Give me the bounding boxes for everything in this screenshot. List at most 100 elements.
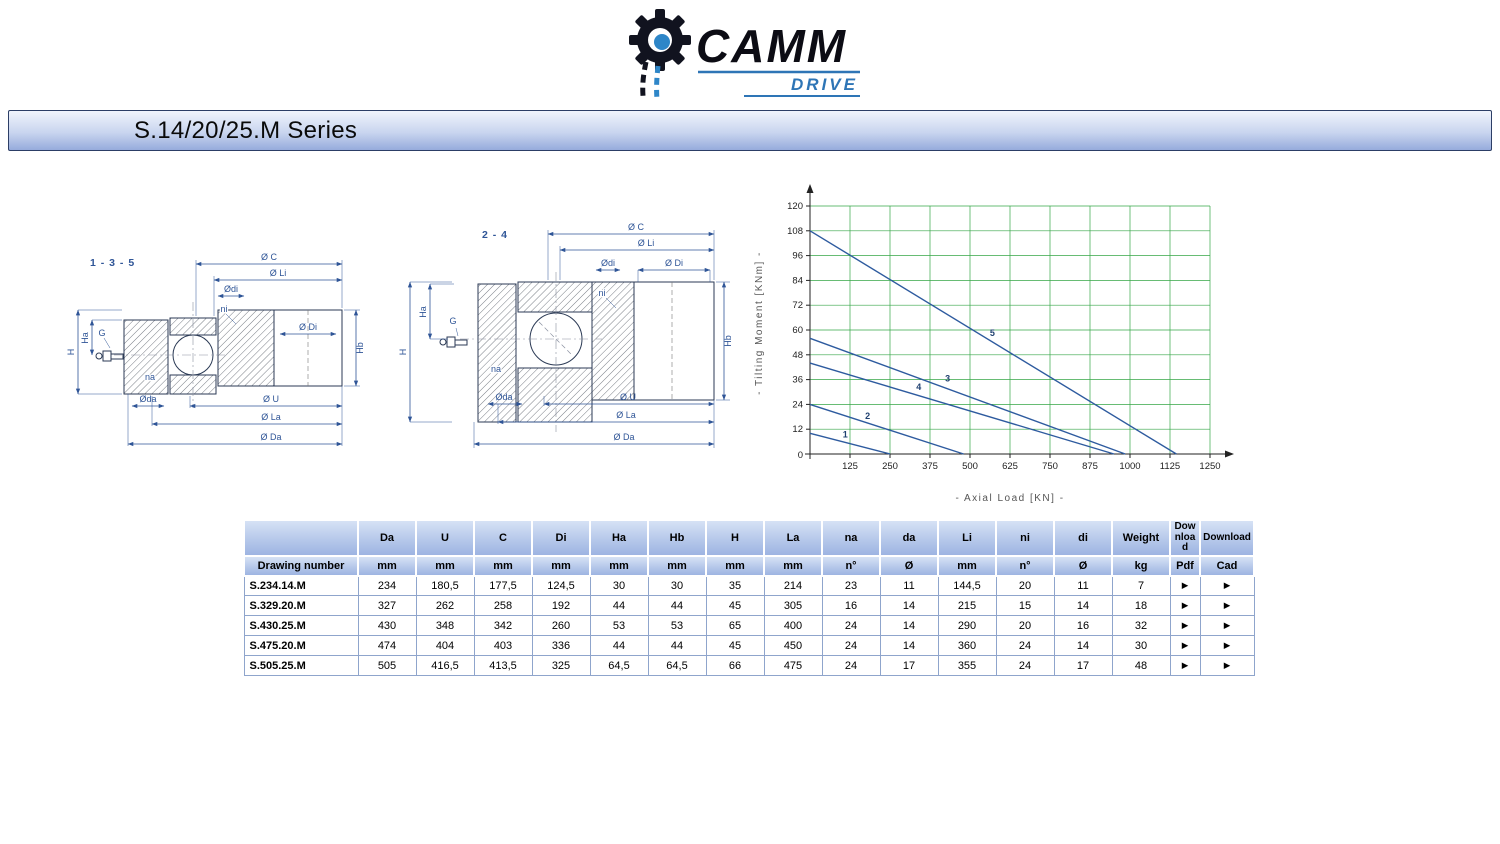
svg-text:72: 72: [792, 300, 803, 311]
spec-value: 64,5: [589, 655, 649, 676]
svg-text:125: 125: [842, 461, 858, 472]
spec-value: 327: [357, 595, 417, 616]
dim-label-oda-big: Ø Da: [260, 432, 281, 442]
spec-value: 305: [763, 595, 823, 616]
column-header-9: da: [879, 519, 939, 557]
spec-value: 124,5: [531, 575, 591, 596]
dim-label-odi-small: Ødi: [601, 258, 615, 268]
download-pdf-button[interactable]: ▶: [1169, 635, 1201, 656]
spec-value: 336: [531, 635, 591, 656]
svg-text:84: 84: [792, 275, 803, 286]
download-pdf-button[interactable]: ▶: [1169, 655, 1201, 676]
svg-text:1250: 1250: [1199, 461, 1220, 472]
x-axis-title: - Axial Load [KN] -: [955, 493, 1064, 504]
spec-value: 413,5: [473, 655, 533, 676]
dim-label-odi-small: Ødi: [224, 284, 238, 294]
dim-label-ni: ni: [598, 288, 605, 298]
svg-text:375: 375: [922, 461, 938, 472]
dim-label-h: H: [398, 349, 408, 356]
spec-value: 7: [1111, 575, 1171, 596]
drawing-number: S.430.25.M: [243, 615, 359, 636]
spec-value: 30: [589, 575, 649, 596]
spec-value: 325: [531, 655, 591, 676]
dim-label-ni: ni: [220, 304, 227, 314]
spec-value: 450: [763, 635, 823, 656]
download-cad-button[interactable]: ▶: [1199, 655, 1255, 676]
spec-value: 32: [1111, 615, 1171, 636]
svg-text:625: 625: [1002, 461, 1018, 472]
spec-value: 44: [647, 595, 707, 616]
spec-value: 16: [1053, 615, 1113, 636]
svg-text:875: 875: [1082, 461, 1098, 472]
spec-value: 14: [879, 595, 939, 616]
spec-value: 53: [589, 615, 649, 636]
unit-header-15: Pdf: [1169, 554, 1201, 577]
gear-streak-blue: [654, 65, 661, 101]
column-header-10: Li: [937, 519, 997, 557]
centerlines: [114, 302, 228, 408]
column-header-2: C: [473, 519, 533, 557]
dim-label-oli: Ø Li: [638, 238, 655, 248]
unit-header-14: kg: [1111, 554, 1171, 577]
dim-label-ha: Ha: [80, 332, 90, 344]
spec-value: 262: [415, 595, 475, 616]
spec-value: 192: [531, 595, 591, 616]
dim-label-oli: Ø Li: [270, 268, 287, 278]
spec-value: 430: [357, 615, 417, 636]
series-title-bar: S.14/20/25.M Series: [8, 110, 1492, 151]
spec-value: 14: [879, 635, 939, 656]
drawing-number: S.505.25.M: [243, 655, 359, 676]
svg-text:96: 96: [792, 251, 803, 262]
camm-drive-logo: CAMM DRIVE: [629, 9, 860, 101]
dim-label-ou: Ø U: [263, 394, 279, 404]
download-cad-button[interactable]: ▶: [1199, 575, 1255, 596]
unit-header-8: mm: [763, 554, 823, 577]
spec-value: 215: [937, 595, 997, 616]
section-drawing-2-4: 2 - 4: [398, 222, 733, 448]
download-pdf-button[interactable]: ▶: [1169, 595, 1201, 616]
unit-header-12: n°: [995, 554, 1055, 577]
dim-label-ola: Ø La: [616, 410, 636, 420]
spec-value: 24: [995, 635, 1055, 656]
curve-label-2: 2: [865, 411, 870, 421]
column-header-1: U: [415, 519, 475, 557]
spec-value: 348: [415, 615, 475, 636]
svg-text:48: 48: [792, 350, 803, 361]
svg-text:250: 250: [882, 461, 898, 472]
column-header-14: Download: [1169, 519, 1201, 557]
dim-label-odi-big: Ø Di: [665, 258, 683, 268]
dim-label-oda-small: Øda: [139, 394, 156, 404]
download-cad-button[interactable]: ▶: [1199, 615, 1255, 636]
dim-label-odi-big: Ø Di: [299, 322, 317, 332]
spec-value: 15: [995, 595, 1055, 616]
download-cad-button[interactable]: ▶: [1199, 635, 1255, 656]
dim-label-h: H: [66, 349, 76, 356]
spec-value: 11: [1053, 575, 1113, 596]
svg-text:750: 750: [1042, 461, 1058, 472]
spec-value: 17: [1053, 655, 1113, 676]
svg-text:1125: 1125: [1160, 461, 1180, 472]
column-header-12: di: [1053, 519, 1113, 557]
download-pdf-button[interactable]: ▶: [1169, 575, 1201, 596]
spec-value: 53: [647, 615, 707, 636]
unit-header-5: mm: [589, 554, 649, 577]
bearing-cross-section: [439, 281, 715, 423]
unit-header-9: n°: [821, 554, 881, 577]
download-cad-button[interactable]: ▶: [1199, 595, 1255, 616]
column-header-11: ni: [995, 519, 1055, 557]
dim-label-ha: Ha: [418, 306, 428, 318]
dim-label-g: G: [449, 316, 456, 326]
capacity-curve-4: [809, 362, 1115, 455]
dim-label-na: na: [491, 364, 501, 374]
svg-text:36: 36: [792, 375, 803, 386]
spec-value: 177,5: [473, 575, 533, 596]
unit-header-6: mm: [647, 554, 707, 577]
download-pdf-button[interactable]: ▶: [1169, 615, 1201, 636]
spec-value: 475: [763, 655, 823, 676]
